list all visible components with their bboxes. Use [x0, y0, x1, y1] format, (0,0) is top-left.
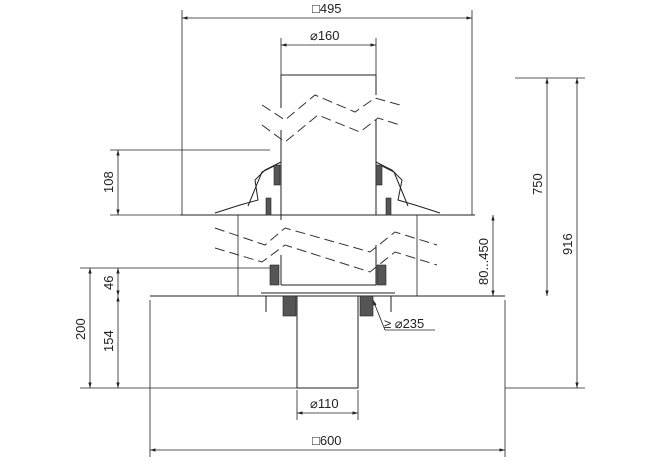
dim-top-square: □495 — [312, 1, 342, 16]
dim-46: 46 — [101, 276, 116, 290]
dim-outlet-diameter: ⌀110 — [310, 396, 339, 411]
dim-hole-diameter: ≥ ⌀235 — [384, 316, 424, 331]
dim-916: 916 — [560, 233, 575, 255]
dim-200: 200 — [73, 318, 88, 340]
dim-flange-height: 108 — [101, 171, 116, 193]
dim-adjustable-range: 80...450 — [476, 238, 491, 285]
dim-bottom-square: □600 — [312, 433, 342, 448]
outlet-pipe — [296, 296, 359, 389]
dimension-lines — [88, 16, 579, 452]
dimension-labels: □495 ⌀160 108 750 916 80...450 46 200 15… — [73, 1, 575, 448]
dim-750: 750 — [530, 173, 545, 195]
dim-pipe-diameter: ⌀160 — [310, 28, 340, 43]
extension-lines — [80, 10, 585, 457]
roof-section — [150, 74, 505, 389]
dim-154: 154 — [101, 330, 116, 352]
vent-pipe — [280, 74, 377, 286]
